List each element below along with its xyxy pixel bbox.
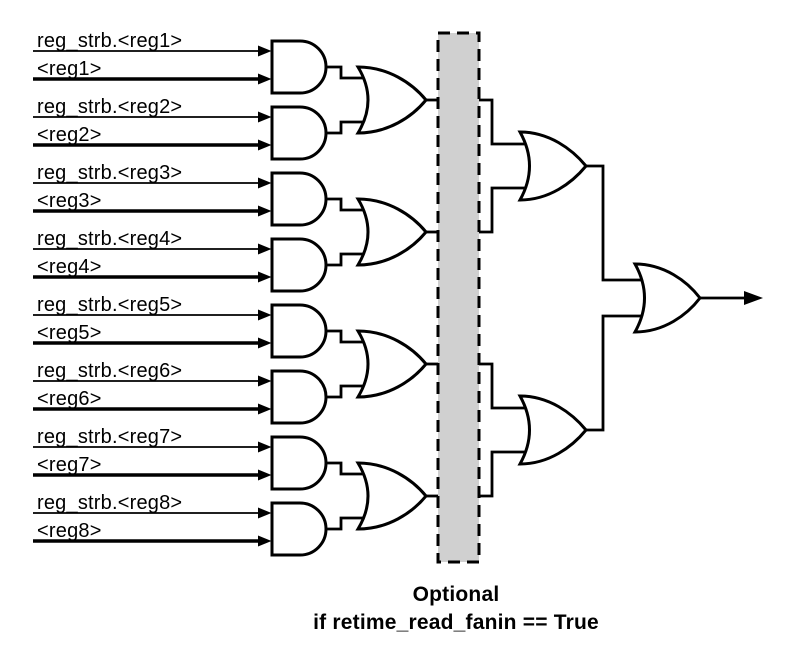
reg-label: <reg6> xyxy=(37,388,102,410)
or-gate-1 xyxy=(355,65,428,135)
reg-arrowhead-icon xyxy=(258,535,272,547)
input-row-6: reg_strb.<reg6> <reg6> xyxy=(33,360,272,415)
strobe-label: reg_strb.<reg1> xyxy=(37,30,182,52)
reg-label: <reg8> xyxy=(37,520,102,542)
input-row-5: reg_strb.<reg5> <reg5> xyxy=(33,294,272,349)
and5-to-or3-wire xyxy=(326,329,370,344)
optional-retime-region xyxy=(436,31,481,564)
reg-arrowhead-icon xyxy=(258,205,272,217)
strobe-label: reg_strb.<reg5> xyxy=(37,294,182,316)
or-gates-stage3 xyxy=(517,130,588,466)
input-row-2: reg_strb.<reg2> <reg2> xyxy=(33,96,272,151)
output-arrowhead-icon xyxy=(744,291,763,305)
and3-to-or2-wire xyxy=(326,197,370,212)
or-gate-4 xyxy=(355,461,428,531)
and1-to-or1-wire xyxy=(326,65,370,80)
caption: Optional if retime_read_fanin == True xyxy=(313,583,599,634)
input-row-1: reg_strb.<reg1> <reg1> xyxy=(33,30,272,85)
and7-to-or4-wire xyxy=(326,461,370,476)
and-gate-5 xyxy=(270,303,328,359)
and-gate-6 xyxy=(270,369,328,425)
reg-arrowhead-icon xyxy=(258,337,272,349)
reg-label: <reg7> xyxy=(37,454,102,476)
region-to-or6-bottom-wire xyxy=(479,450,532,498)
and-gate-8 xyxy=(270,501,328,557)
strobe-label: reg_strb.<reg8> xyxy=(37,492,182,514)
and4-to-or2-wire xyxy=(326,252,370,267)
reg-label: <reg3> xyxy=(37,190,102,212)
input-row-3: reg_strb.<reg3> <reg3> xyxy=(33,162,272,217)
region-to-or5-bottom-wire xyxy=(479,186,532,234)
and8-to-or4-wire xyxy=(326,516,370,531)
and-gate-2 xyxy=(270,105,328,161)
strobe-arrowhead-icon xyxy=(258,177,272,189)
strobe-label: reg_strb.<reg2> xyxy=(37,96,182,118)
and-gate-4 xyxy=(270,237,328,293)
reg-arrowhead-icon xyxy=(258,271,272,283)
strobe-arrowhead-icon xyxy=(258,309,272,321)
or-gate-final xyxy=(632,262,702,334)
or-gate-2 xyxy=(355,197,428,267)
reg-arrowhead-icon xyxy=(258,73,272,85)
strobe-arrowhead-icon xyxy=(258,243,272,255)
input-row-7: reg_strb.<reg7> <reg7> xyxy=(33,426,272,481)
region-to-or6-top-wire xyxy=(479,362,532,410)
input-row-8: reg_strb.<reg8> <reg8> xyxy=(33,492,272,547)
or5-to-or7-wire xyxy=(586,164,647,282)
and-gates xyxy=(270,39,328,557)
reg-arrowhead-icon xyxy=(258,469,272,481)
and-gate-3 xyxy=(270,171,328,227)
or-gates-stage2 xyxy=(355,65,428,531)
reg-label: <reg2> xyxy=(37,124,102,146)
caption-line2: if retime_read_fanin == True xyxy=(313,611,599,634)
strobe-arrowhead-icon xyxy=(258,111,272,123)
or-gate-3 xyxy=(355,329,428,399)
region-to-or5-top-wire xyxy=(479,98,532,146)
and2-to-or1-wire xyxy=(326,120,370,135)
reg-arrowhead-icon xyxy=(258,139,272,151)
reg-label: <reg1> xyxy=(37,58,102,80)
or-gate-6 xyxy=(517,394,588,466)
caption-line1: Optional xyxy=(413,583,500,606)
strobe-arrowhead-icon xyxy=(258,375,272,387)
input-row-4: reg_strb.<reg4> <reg4> xyxy=(33,228,272,283)
and-gate-7 xyxy=(270,435,328,491)
or-gate-5 xyxy=(517,130,588,202)
reg-label: <reg4> xyxy=(37,256,102,278)
strobe-label: reg_strb.<reg6> xyxy=(37,360,182,382)
strobe-label: reg_strb.<reg4> xyxy=(37,228,182,250)
reg-label: <reg5> xyxy=(37,322,102,344)
strobe-label: reg_strb.<reg7> xyxy=(37,426,182,448)
strobe-arrowhead-icon xyxy=(258,441,272,453)
and-gate-1 xyxy=(270,39,328,95)
strobe-label: reg_strb.<reg3> xyxy=(37,162,182,184)
reg-arrowhead-icon xyxy=(258,403,272,415)
or6-to-or7-wire xyxy=(586,314,647,432)
and6-to-or3-wire xyxy=(326,384,370,399)
strobe-arrowhead-icon xyxy=(258,45,272,57)
strobe-arrowhead-icon xyxy=(258,507,272,519)
